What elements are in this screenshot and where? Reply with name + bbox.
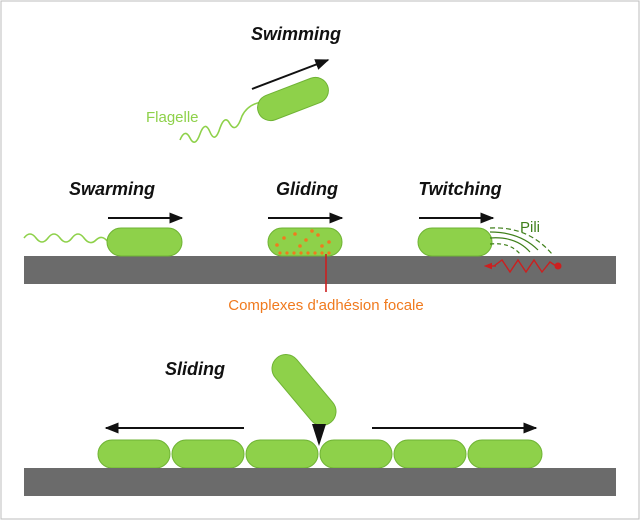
bacterium-chain-5 xyxy=(393,439,467,469)
twitching-title: Twitching xyxy=(418,179,501,199)
bacterium-chain-3 xyxy=(245,439,319,469)
bacterium-swimming xyxy=(257,76,329,122)
swimming-direction-arrow xyxy=(251,59,330,90)
complexes-label: Complexes d'adhésion focale xyxy=(228,297,423,314)
sliding-push-arrowhead xyxy=(312,424,326,446)
bacterium-chain-2 xyxy=(171,439,245,469)
flagellum-swarming xyxy=(23,233,109,244)
surface-bottom xyxy=(24,468,616,496)
adhesion-complexes xyxy=(275,229,331,255)
bacterium-sliding-dividing xyxy=(271,354,337,426)
sliding-title: Sliding xyxy=(165,359,225,379)
pili-label: Pili xyxy=(520,219,540,236)
bacterium-chain-6 xyxy=(467,439,543,469)
bacterium-chain-4 xyxy=(319,439,393,469)
swimming-title: Swimming xyxy=(251,24,341,44)
bacterium-gliding xyxy=(267,227,343,257)
bacterium-twitching xyxy=(417,227,493,257)
flagellum-swimming xyxy=(179,101,263,143)
pilus-retracting xyxy=(493,258,557,274)
pilus-anchor xyxy=(554,262,562,270)
pili-lines xyxy=(489,227,553,255)
bacterium-chain-1 xyxy=(97,439,171,469)
flagelle-label: Flagelle xyxy=(146,109,199,126)
swarming-title: Swarming xyxy=(69,179,155,199)
bacterium-swarming xyxy=(106,227,183,257)
gliding-title: Gliding xyxy=(276,179,338,199)
bacteria-chain xyxy=(97,439,543,469)
